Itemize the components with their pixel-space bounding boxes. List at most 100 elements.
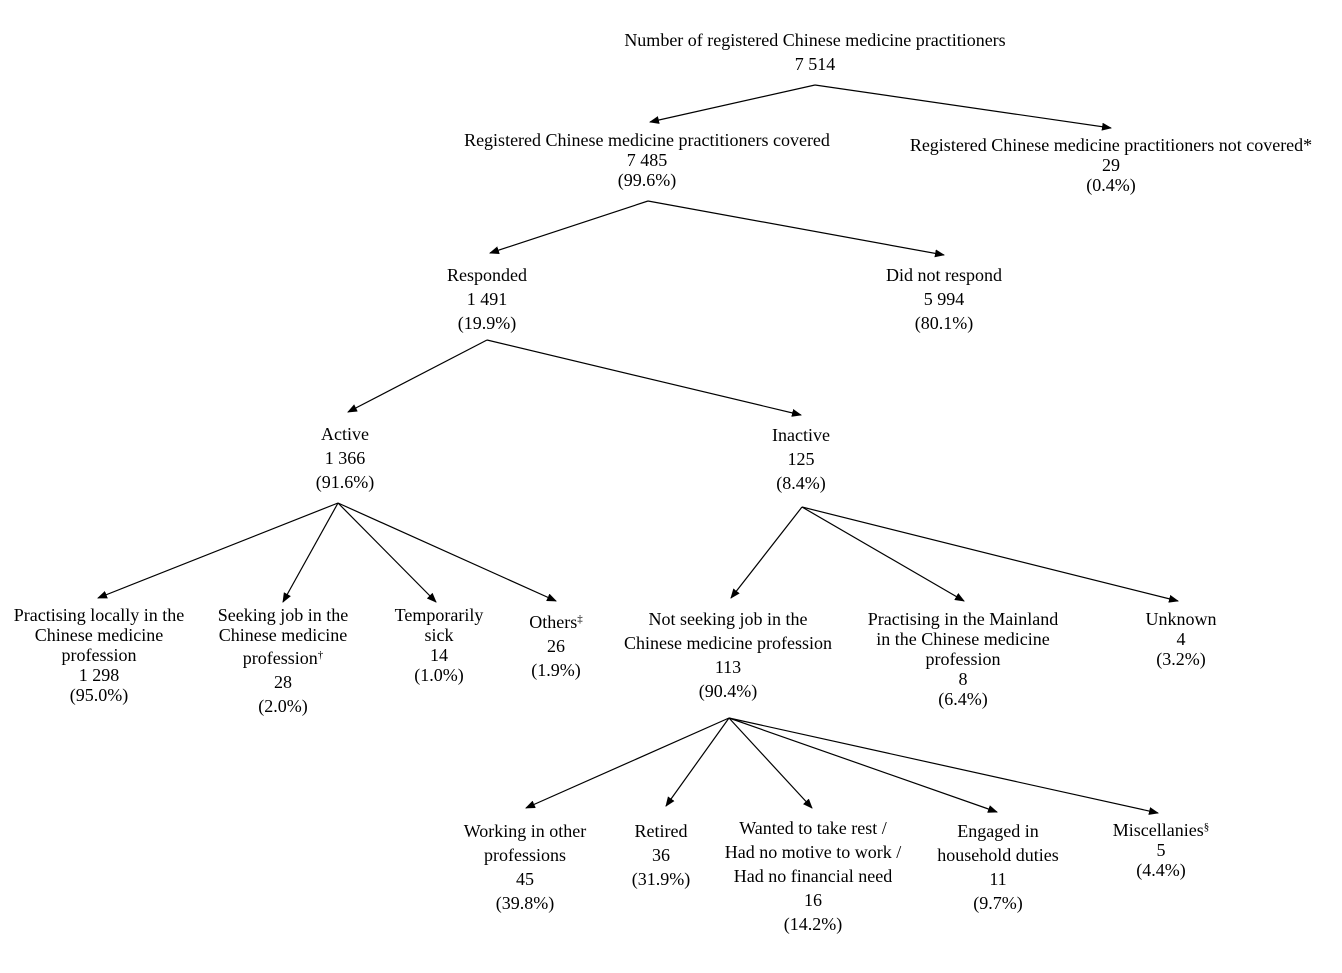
arrow-active-to-seeking bbox=[282, 502, 339, 603]
node-working-value: 45 bbox=[516, 869, 534, 889]
node-responded-label: Responded bbox=[447, 265, 527, 285]
node-notseeking-line2: Chinese medicine profession bbox=[624, 633, 832, 653]
footnote-mark-double-dagger: ‡ bbox=[577, 613, 583, 625]
node-active-value: 1 366 bbox=[324, 448, 366, 468]
node-total: Number of registered Chinese medicine pr… bbox=[624, 28, 1005, 76]
arrow-total-to-notcovered bbox=[814, 84, 1112, 131]
arrow-notseeking-to-rest bbox=[728, 717, 813, 809]
node-notseeking-line1: Not seeking job in the bbox=[648, 609, 808, 629]
node-not-seeking-job: Not seeking job in the Chinese medicine … bbox=[624, 607, 832, 703]
node-household-line2: household duties bbox=[937, 845, 1059, 865]
arrow-inactive-to-mainland bbox=[801, 506, 965, 602]
node-misc-label-wrap: Miscellanies§ bbox=[1113, 820, 1209, 840]
node-inactive-value: 125 bbox=[787, 449, 815, 469]
node-responded-value: 1 491 bbox=[466, 289, 508, 309]
node-practising-line3: profession bbox=[61, 645, 137, 665]
arrow-covered-to-responded bbox=[489, 200, 649, 254]
node-covered-pct: (99.6%) bbox=[617, 170, 677, 190]
node-notseeking-value: 113 bbox=[714, 657, 742, 677]
node-practising-value: 1 298 bbox=[78, 665, 120, 685]
node-others: Others‡ 26 (1.9%) bbox=[529, 610, 583, 682]
node-working-line1: Working in other bbox=[463, 821, 587, 841]
node-sick-line2: sick bbox=[424, 625, 454, 645]
arrow-responded-to-active bbox=[347, 339, 488, 413]
node-seeking-value: 28 bbox=[273, 672, 292, 692]
node-practising-mainland: Practising in the Mainland in the Chines… bbox=[868, 609, 1058, 709]
node-active-label: Active bbox=[321, 424, 369, 444]
arrow-inactive-to-unknown bbox=[801, 506, 1179, 603]
footnote-mark-section: § bbox=[1203, 821, 1210, 833]
node-did-not-respond-value: 5 994 bbox=[923, 289, 965, 309]
node-misc-value: 5 bbox=[1156, 840, 1166, 860]
node-retired: Retired 36 (31.9%) bbox=[632, 819, 690, 891]
node-active: Active 1 366 (91.6%) bbox=[316, 422, 374, 494]
footnote-mark-dagger: † bbox=[317, 649, 324, 661]
node-inactive-pct: (8.4%) bbox=[776, 473, 826, 493]
node-household-value: 11 bbox=[989, 869, 1007, 889]
node-unknown-pct: (3.2%) bbox=[1156, 649, 1206, 669]
node-seeking-line2: Chinese medicine bbox=[218, 625, 348, 645]
arrow-active-to-practising bbox=[97, 502, 339, 599]
node-sick-value: 14 bbox=[430, 645, 448, 665]
node-total-label: Number of registered Chinese medicine pr… bbox=[624, 30, 1006, 50]
node-notseeking-pct: (90.4%) bbox=[698, 681, 758, 701]
arrow-notseeking-to-misc bbox=[728, 717, 1159, 815]
node-did-not-respond-label: Did not respond bbox=[886, 265, 1002, 285]
node-covered-value: 7 485 bbox=[626, 150, 668, 170]
node-unknown-value: 4 bbox=[1176, 629, 1186, 649]
node-take-rest: Wanted to take rest / Had no motive to w… bbox=[725, 816, 901, 936]
arrow-responded-to-inactive bbox=[486, 339, 802, 417]
node-did-not-respond: Did not respond 5 994 (80.1%) bbox=[886, 263, 1002, 335]
node-sick-line1: Temporarily bbox=[394, 605, 484, 625]
node-rest-line1: Wanted to take rest / bbox=[739, 818, 887, 838]
arrow-total-to-covered bbox=[649, 84, 816, 124]
node-household-line1: Engaged in bbox=[957, 821, 1039, 841]
node-seeking-line3-wrap: profession† bbox=[218, 645, 348, 671]
node-retired-value: 36 bbox=[651, 845, 670, 865]
node-seeking-job: Seeking job in the Chinese medicine prof… bbox=[218, 605, 348, 719]
node-total-value: 7 514 bbox=[794, 54, 836, 74]
node-practising-locally: Practising locally in the Chinese medici… bbox=[14, 605, 184, 705]
arrow-covered-to-norespond bbox=[647, 200, 945, 258]
node-responded-pct: (19.9%) bbox=[457, 313, 517, 333]
node-not-covered: Registered Chinese medicine practitioner… bbox=[910, 135, 1312, 195]
node-retired-label: Retired bbox=[634, 821, 688, 841]
node-covered-label: Registered Chinese medicine practitioner… bbox=[464, 130, 830, 150]
node-practising-line1: Practising locally in the bbox=[13, 605, 185, 625]
arrow-active-to-sick bbox=[337, 502, 437, 603]
node-unknown-label: Unknown bbox=[1145, 609, 1217, 629]
node-seeking-line3: profession bbox=[242, 648, 318, 668]
node-household-pct: (9.7%) bbox=[973, 893, 1023, 913]
node-did-not-respond-pct: (80.1%) bbox=[914, 313, 974, 333]
node-mainland-line3: profession bbox=[925, 649, 1001, 669]
node-not-covered-pct: (0.4%) bbox=[1086, 175, 1136, 195]
arrow-inactive-to-notseeking bbox=[730, 506, 803, 599]
node-working-pct: (39.8%) bbox=[495, 893, 555, 913]
node-household-duties: Engaged in household duties 11 (9.7%) bbox=[937, 819, 1059, 915]
arrow-active-to-others bbox=[337, 502, 557, 602]
node-covered: Registered Chinese medicine practitioner… bbox=[464, 130, 830, 190]
node-miscellanies: Miscellanies§ 5 (4.4%) bbox=[1113, 820, 1209, 880]
node-working-other: Working in other professions 45 (39.8%) bbox=[464, 819, 587, 915]
node-mainland-line2: in the Chinese medicine bbox=[876, 629, 1050, 649]
node-inactive-label: Inactive bbox=[772, 425, 830, 445]
node-misc-label: Miscellanies bbox=[1112, 820, 1204, 840]
node-rest-value: 16 bbox=[803, 890, 822, 910]
node-not-covered-label: Registered Chinese medicine practitioner… bbox=[909, 135, 1313, 155]
node-seeking-pct: (2.0%) bbox=[258, 696, 308, 716]
node-practising-line2: Chinese medicine bbox=[34, 625, 164, 645]
node-mainland-line1: Practising in the Mainland bbox=[867, 609, 1059, 629]
node-not-covered-value: 29 bbox=[1102, 155, 1120, 175]
node-rest-line3: Had no financial need bbox=[733, 866, 893, 886]
node-active-pct: (91.6%) bbox=[315, 472, 375, 492]
arrow-notseeking-to-retired bbox=[665, 717, 730, 807]
node-working-line2: professions bbox=[484, 845, 566, 865]
node-rest-line2: Had no motive to work / bbox=[724, 842, 902, 862]
arrow-notseeking-to-working bbox=[525, 717, 730, 809]
node-inactive: Inactive 125 (8.4%) bbox=[772, 423, 830, 495]
node-rest-pct: (14.2%) bbox=[783, 914, 843, 934]
node-others-pct: (1.9%) bbox=[531, 660, 581, 680]
node-practising-pct: (95.0%) bbox=[69, 685, 129, 705]
node-mainland-value: 8 bbox=[958, 669, 968, 689]
